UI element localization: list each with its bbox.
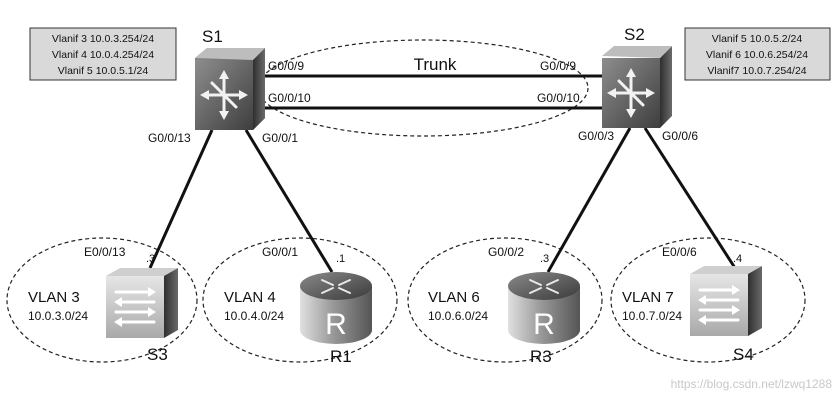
link-s2-r3 <box>546 127 632 273</box>
link-s1-s3 <box>148 129 214 269</box>
vlan3-area-ellipse <box>6 237 198 363</box>
vlan4-area-ellipse <box>202 237 398 363</box>
s2-vlanif-line-1: Vlanif 5 10.0.5.2/24 <box>712 33 803 45</box>
r1-device-name: R1 <box>330 347 352 366</box>
vlan7-label: VLAN 7 <box>622 289 674 306</box>
vlan3-network: 10.0.3.0/24 <box>28 309 88 323</box>
l3-switch-icon <box>602 46 672 128</box>
s2-port-g009: G0/0/9 <box>540 59 576 73</box>
s1-vlanif-line-3: Vlanif 5 10.0.5.1/24 <box>58 65 149 77</box>
s1-port-g001: G0/0/1 <box>262 131 298 145</box>
r3-device-name: R3 <box>530 347 552 366</box>
vlan7-network: 10.0.7.0/24 <box>622 309 682 323</box>
link-s2-s4 <box>643 127 737 269</box>
r3-host-id: .3 <box>540 253 549 265</box>
vlan4-label: VLAN 4 <box>224 289 276 306</box>
s3-host-id: .3 <box>146 253 155 265</box>
vlan6-network: 10.0.6.0/24 <box>428 309 488 323</box>
watermark-text: https://blog.csdn.net/lzwq1288 <box>671 377 833 391</box>
s2-vlanif-line-2: Vlanif 6 10.0.6.254/24 <box>706 49 808 61</box>
s3-device-name: S3 <box>147 345 168 364</box>
s1-port-g0013: G0/0/13 <box>148 131 191 145</box>
s2-port-g006: G0/0/6 <box>662 129 698 143</box>
vlan7-area-ellipse <box>610 237 806 363</box>
s2-port-g003: G0/0/3 <box>578 129 614 143</box>
router-icon: R <box>300 272 372 344</box>
s2-vlanif-line-3: Vlanif7 10.0.7.254/24 <box>707 65 806 77</box>
s1-vlanif-line-2: Vlanif 4 10.0.4.254/24 <box>52 49 154 61</box>
vlan6-label: VLAN 6 <box>428 289 480 306</box>
r3-router-glyph: R <box>533 308 555 341</box>
link-s1-r1 <box>244 129 334 273</box>
l2-switch-icon <box>690 266 762 336</box>
r3-port-g002: G0/0/2 <box>488 245 524 259</box>
s4-host-id: .4 <box>733 253 742 265</box>
s1-port-g009: G0/0/9 <box>268 59 304 73</box>
s3-port-e0013: E0/0/13 <box>84 245 126 259</box>
l3-switch-icon <box>195 48 265 130</box>
s4-device-name: S4 <box>733 345 754 364</box>
s1-port-g0010: G0/0/10 <box>268 91 311 105</box>
l2-switch-icon <box>106 268 178 338</box>
r1-host-id: .1 <box>336 253 345 265</box>
r1-port-g001: G0/0/1 <box>262 245 298 259</box>
s2-device-name: S2 <box>624 25 645 44</box>
s1-vlanif-line-1: Vlanif 3 10.0.3.254/24 <box>52 33 154 45</box>
s1-vlanif-box: Vlanif 3 10.0.3.254/24 Vlanif 4 10.0.4.2… <box>29 27 177 81</box>
s2-vlanif-box: Vlanif 5 10.0.5.2/24 Vlanif 6 10.0.6.254… <box>684 27 831 81</box>
vlan3-label: VLAN 3 <box>28 289 80 306</box>
s4-port-e006: E0/0/6 <box>662 245 697 259</box>
vlan4-network: 10.0.4.0/24 <box>224 309 284 323</box>
s1-device-name: S1 <box>202 27 223 46</box>
s2-port-g0010: G0/0/10 <box>537 91 580 105</box>
router-icon: R <box>508 272 580 344</box>
vlan6-area-ellipse <box>407 237 603 363</box>
trunk-label: Trunk <box>414 55 457 74</box>
r1-router-glyph: R <box>325 308 347 341</box>
